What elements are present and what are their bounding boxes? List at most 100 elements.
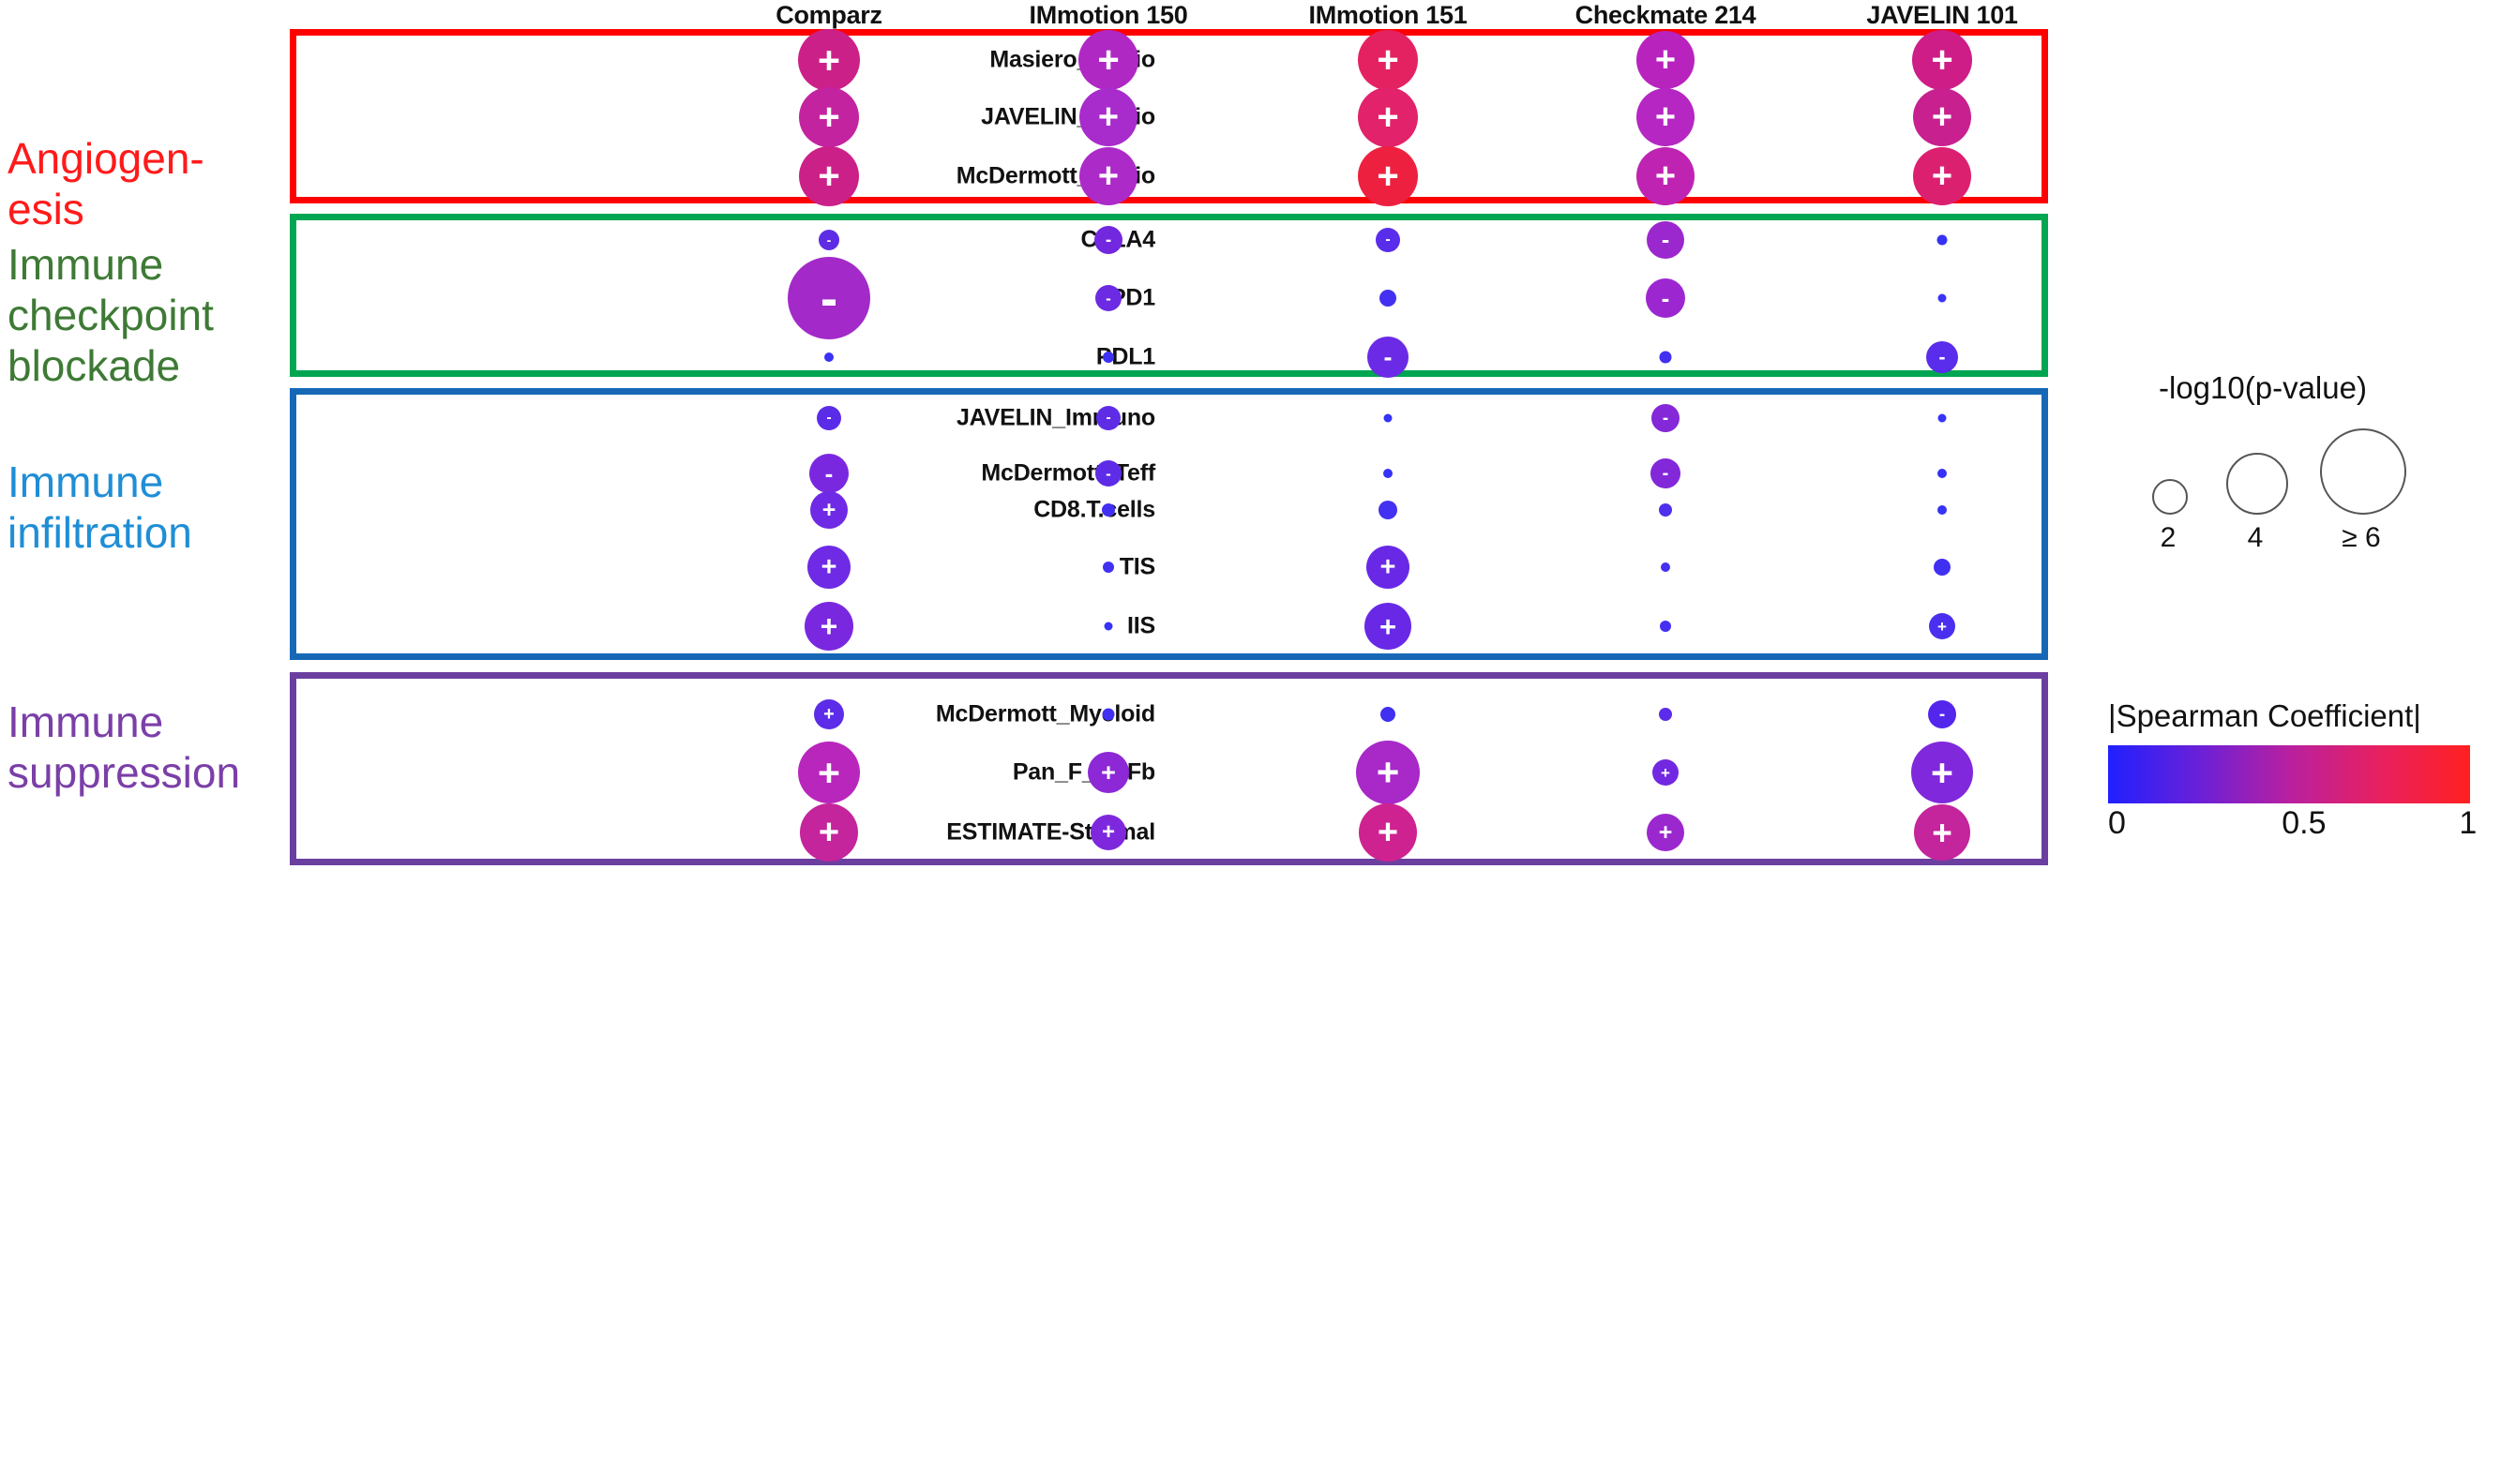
bubble-sign-plus: + (1654, 40, 1677, 80)
bubble-cell: + (800, 803, 858, 862)
size-legend-circle-4 (2226, 453, 2288, 515)
bubble-cell (1104, 622, 1113, 631)
color-legend-title: |Spearman Coefficient| (2108, 698, 2421, 733)
bubble-cell (1937, 505, 1947, 515)
category-box-angiogenesis (290, 29, 2048, 203)
bubble-cell (1379, 501, 1397, 519)
bubble-cell (1102, 708, 1115, 721)
bubble-sign-plus: + (1931, 157, 1953, 196)
bubble-cell (1103, 352, 1114, 363)
color-legend: |Spearman Coefficient| 0 0.5 1 (2108, 698, 2483, 845)
bubble-cell: - (1367, 337, 1409, 378)
bubble-sign-plus: + (1376, 750, 1400, 794)
bubble-cell (1383, 469, 1393, 478)
bubble-sign-plus: + (818, 750, 840, 794)
bubble-sign-minus: - (1106, 464, 1111, 483)
bubble-cell: + (799, 146, 859, 206)
bubble-sign-minus: - (1662, 408, 1669, 428)
bubble-sign-plus: + (1661, 763, 1670, 782)
row-label-mcdermott-teff: McDermott_Teff (981, 459, 1155, 487)
bubble-cell: - (1647, 221, 1684, 259)
bubble-sign-plus: + (823, 704, 835, 725)
bubble-sign-plus: + (1101, 819, 1115, 845)
color-legend-tick-0: 0 (2108, 805, 2126, 841)
bubble-cell: - (788, 257, 870, 339)
bubble-cell: + (1358, 146, 1418, 206)
bubble-sign-minus: - (826, 410, 832, 426)
bubble-sign-minus: - (1383, 342, 1393, 371)
bubble-sign-minus: - (1661, 226, 1670, 253)
bubble-sign-plus: + (1097, 97, 1120, 137)
bubble-cell (1380, 707, 1395, 722)
bubble-cell: + (1079, 147, 1138, 205)
size-legend-circle-6 (2320, 428, 2406, 515)
size-legend-circle-2 (2152, 479, 2188, 515)
category-box-checkpoint (290, 214, 2048, 377)
bubble-sign-plus: + (1377, 39, 1399, 81)
bubble-cell: + (1079, 88, 1138, 146)
bubble-sign-plus: + (1931, 39, 1953, 81)
bubble-cell: + (814, 699, 844, 729)
bubble-sign-minus: - (1106, 289, 1111, 307)
bubble-sign-plus: + (818, 37, 840, 82)
category-label-angiogenesis: Angiogen-esis (8, 134, 204, 233)
bubble-cell: + (1914, 804, 1970, 861)
bubble-sign-plus: + (1097, 39, 1120, 81)
bubble-sign-minus: - (1385, 232, 1391, 247)
bubble-cell (1937, 413, 1947, 423)
bubble-sign-plus: + (1101, 757, 1116, 787)
bubble-cell (1103, 562, 1114, 573)
bubble-cell: - (819, 230, 839, 250)
row-label-tis: TIS (1119, 553, 1155, 580)
bubble-sign-plus: + (1379, 551, 1396, 582)
bubble-cell: + (1636, 88, 1695, 146)
row-label-javelin-immuno: JAVELIN_Immuno (956, 404, 1155, 431)
bubble-cell: + (1647, 814, 1684, 851)
bubble-cell: + (807, 546, 851, 589)
bubble-sign-plus: + (818, 813, 840, 852)
row-label-pan-f-tgfb: Pan_F_TGFb (1012, 758, 1155, 786)
bubble-sign-plus: + (1379, 609, 1397, 643)
bubble-cell (824, 352, 834, 362)
column-header-2: IMmotion 151 (1308, 1, 1468, 29)
bubble-sign-minus: - (1938, 704, 1946, 725)
bubble-sign-plus: + (821, 496, 836, 523)
category-box-infiltration (290, 388, 2048, 660)
size-legend-circles (2129, 419, 2485, 522)
bubble-cell: + (798, 29, 860, 91)
bubble-cell: + (1358, 30, 1418, 90)
bubble-sign-plus: + (1931, 750, 1953, 794)
size-legend-tick-0: 2 (2160, 522, 2177, 553)
bubble-cell (1937, 469, 1947, 478)
bubble-cell: - (817, 406, 841, 430)
bubble-cell: - (1926, 341, 1958, 373)
bubble-cell: + (1091, 815, 1126, 850)
color-legend-tick-2: 1 (2459, 805, 2478, 841)
bubble-cell: + (1911, 742, 1973, 803)
bubble-cell: + (1356, 741, 1420, 804)
bubble-cell: + (1913, 88, 1971, 146)
bubble-cell (1936, 234, 1948, 246)
bubble-sign-plus: + (1377, 813, 1399, 852)
size-legend-title: -log10(p-value) (2159, 370, 2367, 405)
bubble-sign-plus: + (1654, 157, 1677, 196)
bubble-sign-minus: - (824, 459, 834, 487)
color-gradient-bar (2108, 745, 2470, 803)
color-legend-tick-1: 0.5 (2282, 805, 2327, 841)
bubble-cell: + (1359, 803, 1417, 862)
bubble-sign-plus: + (818, 97, 840, 138)
row-label-iis: IIS (1127, 612, 1155, 639)
row-label-cd8-t-cells: CD8.T.cells (1033, 496, 1155, 523)
bubble-sign-minus: - (1105, 230, 1112, 250)
bubble-cell (1937, 293, 1947, 303)
bubble-sign-plus: + (821, 551, 837, 582)
bubble-sign-plus: + (1377, 156, 1399, 197)
bubble-sign-minus: - (1938, 346, 1946, 368)
bubble-sign-plus: + (1937, 617, 1947, 636)
row-label-mcdermott-myeloid: McDermott_Myeloid (935, 700, 1155, 727)
bubble-cell (1934, 559, 1951, 576)
